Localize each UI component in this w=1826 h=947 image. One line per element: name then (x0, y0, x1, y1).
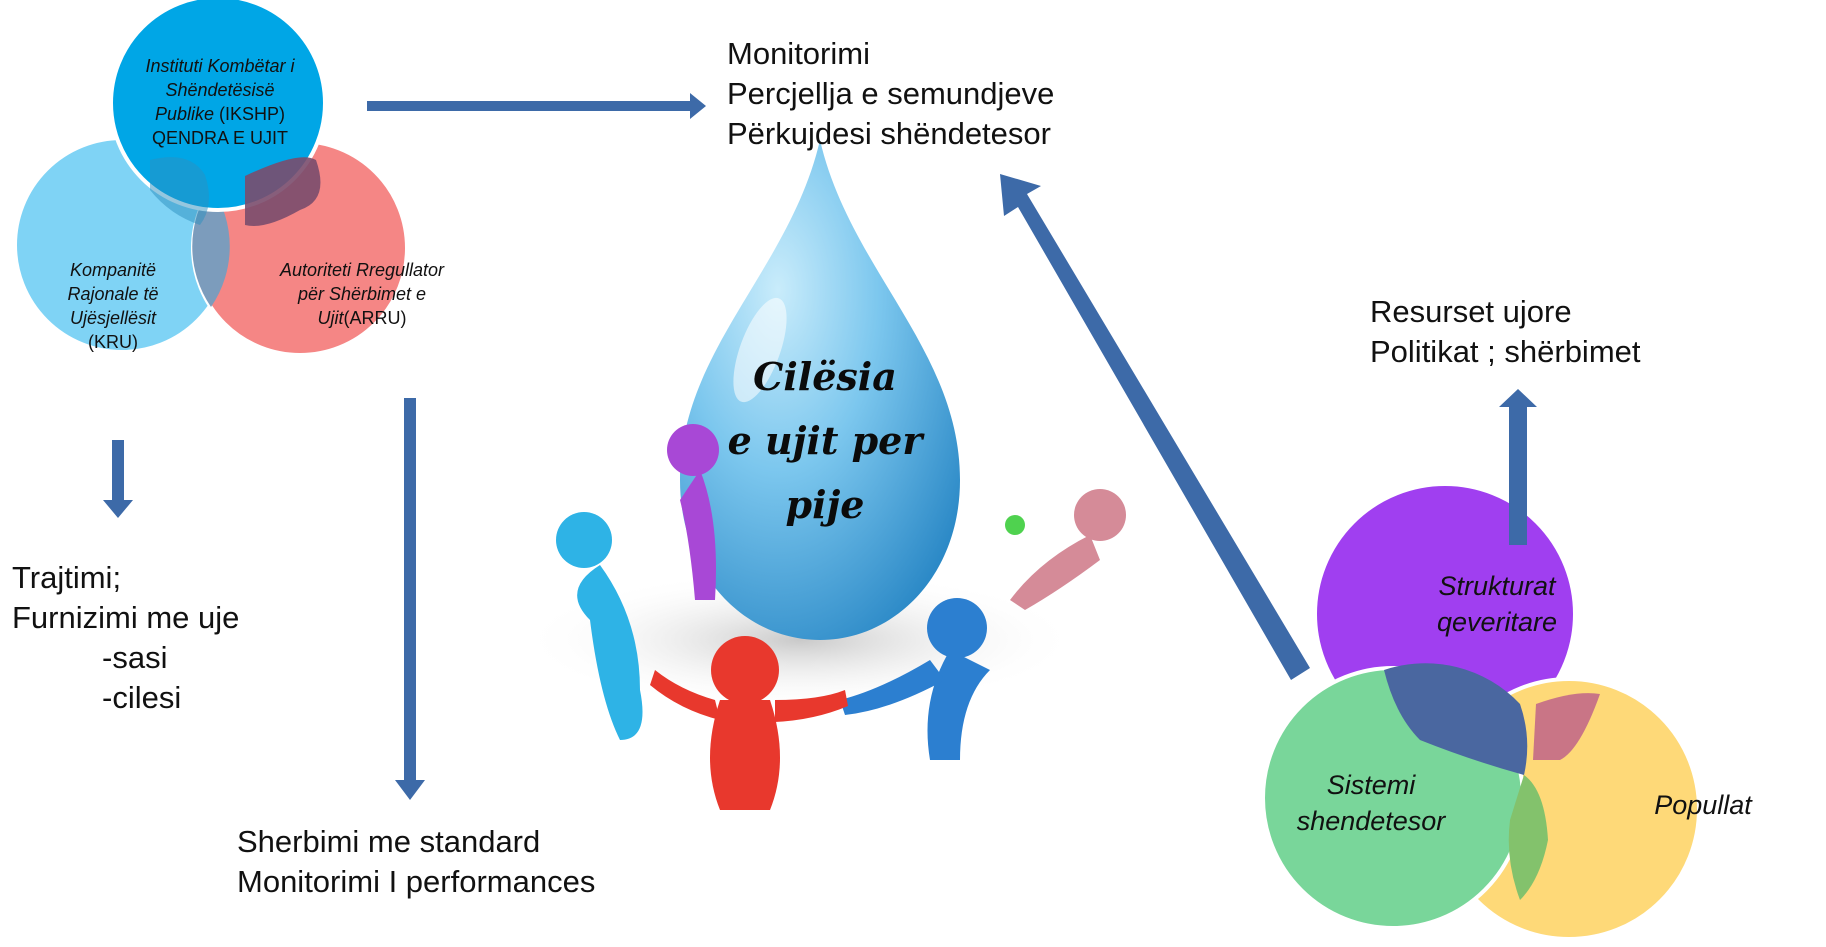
popullat-label: Popullat (1654, 790, 1752, 820)
arru-label: Autoriteti Rregullator për Shërbimet e U… (272, 258, 452, 330)
drop-title-line-1: Cilësia (753, 354, 897, 399)
ikshp-subtitle: QENDRA E UJIT (151, 128, 289, 148)
ikshp-name: Instituti Kombëtar i Shëndetësisë Publik… (145, 56, 295, 124)
kru-acronym: (KRU) (88, 332, 138, 352)
sistemi-popullat-overlap (1508, 775, 1548, 900)
perkujdesi-line: Përkujdesi shëndetesor (727, 116, 1051, 151)
arru-name: Autoriteti Rregullator për Shërbimet e U… (279, 260, 445, 328)
arrow-kru-down (103, 440, 133, 518)
trajtimi-line: Trajtimi; (12, 560, 122, 595)
qeveritare-popullat-overlap (1533, 693, 1600, 760)
sistemi-label: Sistemi shendetesor (1296, 770, 1446, 836)
strukturat-label: Strukturat qeveritare (1436, 571, 1558, 637)
monitorimi-text: Monitorimi Percjellja e semundjeve Përku… (727, 34, 1054, 154)
water-drop (680, 140, 960, 640)
cilesi-line: -cilesi (102, 680, 182, 715)
ikshp-kru-overlap (150, 157, 209, 225)
sasi-line: -sasi (102, 640, 168, 675)
resurset-line: Resurset ujore (1370, 294, 1572, 329)
left-venn (13, 0, 409, 357)
arrow-arru-down (395, 398, 425, 800)
sherbimi-text: Sherbimi me standard Monitorimi I perfor… (237, 822, 595, 902)
monitorimi-performances-line: Monitorimi I performances (237, 864, 596, 899)
arrow-strukturat-up (1499, 389, 1537, 545)
drop-title-line-3: pije (785, 482, 865, 527)
drop-title-line-2: e ujit per (727, 418, 923, 463)
arrows (103, 93, 1537, 800)
sherbimi-line: Sherbimi me standard (237, 824, 541, 859)
ikshp-label: Instituti Kombëtar i Shëndetësisë Publik… (135, 54, 305, 150)
monitorimi-line: Monitorimi (727, 36, 870, 71)
kru-name: Kompanitë Rajonale të Ujësjellësit (67, 260, 159, 328)
arrow-ikshp-to-monitorimi (367, 93, 706, 119)
arru-acronym: (ARRU) (343, 308, 407, 328)
drop-title: Cilësia e ujit per pije (700, 345, 950, 537)
kru-label: Kompanitë Rajonale të Ujësjellësit (KRU) (48, 258, 178, 354)
politikat-line: Politikat ; shërbimet (1370, 334, 1641, 369)
furnizimi-line: Furnizimi me uje (12, 600, 240, 635)
right-venn (1261, 482, 1701, 941)
ikshp-acronym: (IKSHP) (214, 104, 286, 124)
percjellja-line: Percjellja e semundjeve (727, 76, 1055, 111)
arrow-sistemi-to-perkujdesi (1000, 174, 1310, 680)
ikshp-arru-overlap (245, 157, 321, 226)
people-figures (556, 424, 1126, 810)
qeveritare-sistemi-overlap (1384, 663, 1528, 775)
water-illustration (520, 140, 1126, 810)
trajtimi-text: Trajtimi; Furnizimi me uje -sasi -cilesi (12, 558, 239, 718)
resurset-text: Resurset ujore Politikat ; shërbimet (1370, 292, 1641, 372)
